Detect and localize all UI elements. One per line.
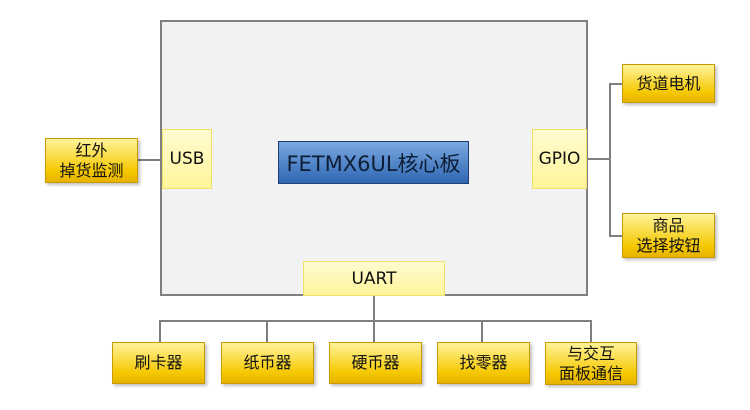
connector-motor (609, 83, 623, 85)
connector-bill-acceptor (266, 320, 268, 343)
lane-motor-label: 货道电机 (636, 73, 701, 93)
product-select-buttons: 商品 选择按钮 (622, 213, 715, 258)
interaction-panel-comm: 与交互 面板通信 (545, 342, 637, 385)
connector-panel-comm (590, 320, 592, 343)
connector-gpio-vertical (609, 83, 611, 236)
infrared-label-line2: 掉货监测 (59, 160, 124, 180)
change-dispenser: 找零器 (437, 342, 530, 384)
change-dispenser-label: 找零器 (459, 353, 508, 372)
connector-change-dispenser (481, 320, 483, 343)
bill-acceptor-label: 纸币器 (243, 353, 292, 372)
card-reader-label: 刷卡器 (134, 353, 183, 372)
connector-uart-bus (159, 320, 592, 322)
infrared-drop-detection: 红外 掉货监测 (45, 138, 138, 183)
core-board-label: FETMX6UL核心板 (286, 151, 461, 176)
connector-coin-acceptor (373, 320, 375, 343)
connector-uart-down (373, 295, 375, 321)
coin-acceptor: 硬币器 (329, 342, 422, 384)
product-select-label-line2: 选择按钮 (636, 235, 701, 255)
connector-gpio-bus (586, 158, 610, 160)
gpio-port-label: GPIO (538, 149, 581, 169)
lane-motor: 货道电机 (622, 64, 715, 103)
connector-product-select (609, 235, 623, 237)
gpio-port: GPIO (532, 129, 587, 189)
usb-port-label: USB (169, 149, 205, 169)
core-board: FETMX6UL核心板 (278, 141, 469, 184)
uart-port: UART (303, 261, 445, 296)
uart-port-label: UART (351, 268, 397, 289)
connector-card-reader (159, 320, 161, 343)
panel-comm-label-line1: 与交互 (566, 343, 615, 363)
coin-acceptor-label: 硬币器 (351, 353, 400, 372)
product-select-label-line1: 商品 (652, 215, 685, 235)
card-reader: 刷卡器 (112, 342, 205, 384)
infrared-label-line1: 红外 (75, 140, 108, 160)
bill-acceptor: 纸币器 (221, 342, 314, 384)
connector-infrared-usb (137, 159, 162, 161)
panel-comm-label-line2: 面板通信 (558, 363, 623, 383)
usb-port: USB (162, 129, 212, 189)
